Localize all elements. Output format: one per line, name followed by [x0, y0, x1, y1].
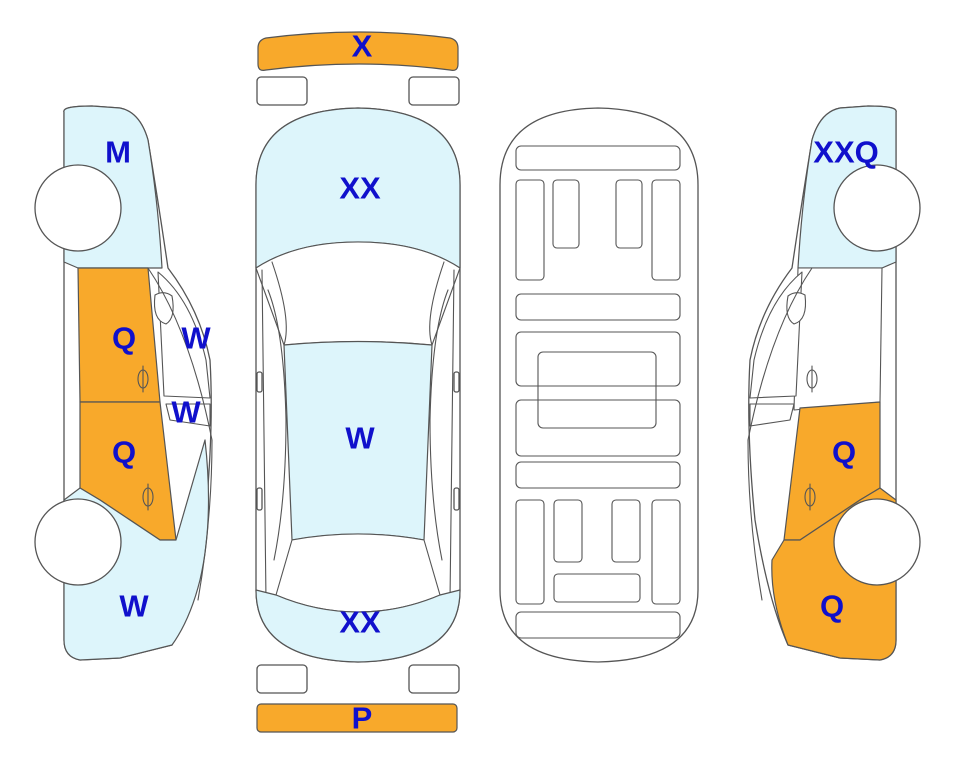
front-bumper-panel[interactable] — [257, 31, 459, 71]
right-mirror — [786, 292, 807, 325]
underbody-mid-floor-front — [515, 331, 681, 387]
underbody-spare-well — [553, 573, 641, 603]
left-rear-door-label: Q — [112, 435, 136, 470]
trunk-label: XX — [339, 605, 381, 640]
left-rear-glass-label: W — [171, 395, 201, 430]
right-front-wheel — [833, 164, 921, 252]
underbody-rear-left-rail — [515, 499, 545, 605]
underbody-firewall — [515, 293, 681, 321]
underbody-front-right-pocket — [615, 179, 643, 249]
left-quarter-label: W — [119, 589, 149, 624]
left-rear-door-handle — [142, 483, 154, 511]
right-side-view: XXQ Q Q — [747, 105, 921, 661]
right-rear-door-handle — [804, 483, 816, 511]
left-rear-glass — [165, 403, 211, 427]
left-front-door-handle — [137, 365, 149, 393]
left-rear-wheel — [34, 498, 122, 586]
underbody-mid-floor-rear — [515, 399, 681, 457]
underbody-rear-left-pocket — [553, 499, 583, 563]
right-rear-wheel — [833, 498, 921, 586]
top-left-pillar — [271, 261, 287, 346]
front-bumper-label: X — [352, 29, 373, 64]
top-right-side-line — [449, 269, 455, 601]
front-right-light — [408, 76, 460, 106]
top-left-mirror — [256, 371, 263, 393]
left-front-fender-label: M — [105, 135, 131, 170]
top-left-rear-handle — [256, 487, 263, 511]
trunk-panel[interactable] — [255, 589, 461, 663]
underbody-rear-right-rail — [651, 499, 681, 605]
left-mirror — [153, 292, 174, 325]
right-front-door-handle — [806, 365, 818, 393]
left-front-glass-label: W — [181, 321, 211, 356]
top-view: X XX W XX P — [255, 29, 461, 736]
right-quarter-label: Q — [820, 589, 844, 624]
right-rear-glass — [749, 403, 795, 427]
underbody-outline — [499, 107, 699, 663]
underbody-rear-panel — [515, 611, 681, 639]
left-front-door-label: Q — [112, 321, 136, 356]
right-front-fender-label: XXQ — [813, 135, 878, 170]
rear-bumper-label: P — [352, 701, 373, 736]
underbody-front-right-rail — [651, 179, 681, 281]
right-roofline — [747, 267, 813, 601]
top-right-pillar — [429, 261, 445, 346]
hood-label: XX — [339, 171, 381, 206]
underbody-front-left-rail — [515, 179, 545, 281]
underbody-tunnel — [537, 351, 657, 429]
left-side-view: M Q W W Q W — [34, 105, 213, 661]
rear-right-light — [408, 664, 460, 694]
top-left-side-line — [261, 269, 267, 601]
left-front-wheel — [34, 164, 122, 252]
top-left-side-glass — [267, 289, 287, 561]
roof-label: W — [345, 421, 375, 456]
top-right-mirror — [453, 371, 460, 393]
underbody-view — [499, 107, 699, 663]
underbody-rear-crossmember — [515, 461, 681, 489]
underbody-front-crossmember — [515, 145, 681, 171]
left-roofline — [147, 267, 213, 601]
left-quarter-panel[interactable] — [63, 439, 210, 661]
top-right-side-glass — [429, 289, 449, 561]
right-front-door-panel — [793, 267, 883, 411]
underbody-front-left-pocket — [552, 179, 580, 249]
right-rear-door-label: Q — [832, 435, 856, 470]
rear-bumper-panel[interactable] — [256, 703, 458, 733]
underbody-rear-right-pocket — [611, 499, 641, 563]
front-left-light — [256, 76, 308, 106]
rear-left-light — [256, 664, 308, 694]
rear-window — [275, 533, 441, 613]
top-right-rear-handle — [453, 487, 460, 511]
